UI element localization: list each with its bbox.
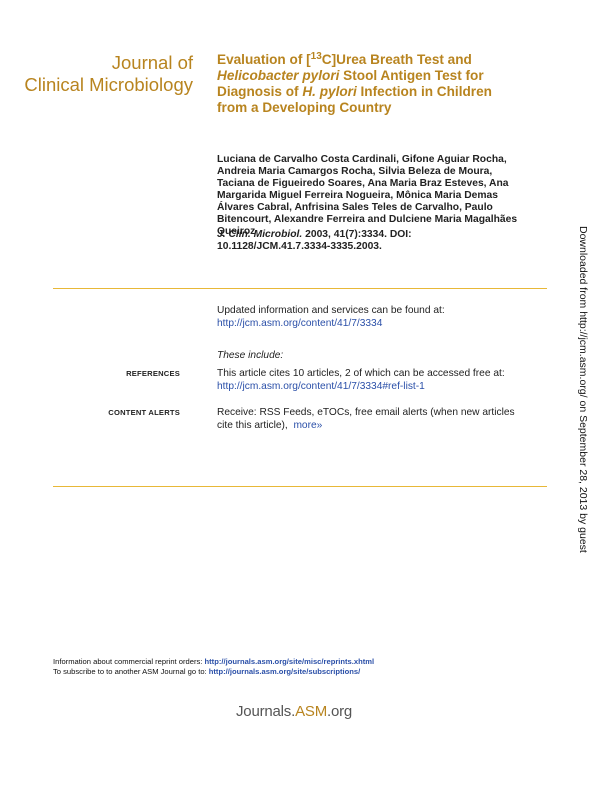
journal-logo: Journal of Clinical Microbiology	[18, 52, 193, 96]
title-line-2: Helicobacter pylori Stool Antigen Test f…	[217, 68, 484, 83]
download-note: Downloaded from http://jcm.asm.org/ on S…	[572, 226, 592, 576]
divider-top	[53, 288, 547, 289]
updated-info-text: Updated information and services can be …	[217, 305, 445, 316]
title-line-1: Evaluation of [13C]Urea Breath Test and	[217, 51, 472, 68]
footer-subscribe: To subscribe to to another ASM Journal g…	[53, 666, 361, 676]
journal-logo-line1: Journal of	[111, 52, 193, 73]
article-url-link[interactable]: http://jcm.asm.org/content/41/7/3334	[217, 317, 383, 329]
citation-line-1: J. Clin. Microbiol. 2003, 41(7):3334. DO…	[217, 229, 412, 240]
title-line-3: Diagnosis of H. pylori Infection in Chil…	[217, 84, 492, 99]
author-line: Margarida Miguel Ferreira Nogueira, Môni…	[217, 190, 498, 201]
author-line: Queiroz	[217, 226, 256, 237]
these-include-label: These include:	[217, 350, 284, 361]
footer: Information about commercial reprint ord…	[53, 657, 513, 676]
download-note-text: Downloaded from http://jcm.asm.org/ on S…	[577, 226, 589, 553]
references-info: This article cites 10 articles, 2 of whi…	[217, 368, 547, 393]
content-alerts-info: Receive: RSS Feeds, eTOCs, free email al…	[217, 407, 547, 432]
footer-reprints: Information about commercial reprint ord…	[53, 657, 375, 666]
alerts-text-line2: cite this article), more»	[217, 419, 323, 431]
subscriptions-link[interactable]: http://journals.asm.org/site/subscriptio…	[208, 666, 361, 676]
citation-doi: 10.1128/JCM.41.7.3334-3335.2003.	[217, 241, 382, 252]
author-line: Álvares Cabral, Anfrisina Sales Teles de…	[217, 202, 493, 213]
author-list: Luciana de Carvalho Costa Cardinali, Gif…	[217, 154, 547, 238]
references-label: REFERENCES	[126, 369, 180, 378]
divider-bottom	[53, 486, 547, 487]
author-line: Bitencourt, Alexandre Ferreira and Dulci…	[217, 214, 518, 225]
updated-info: Updated information and services can be …	[217, 305, 547, 330]
references-text: This article cites 10 articles, 2 of whi…	[217, 368, 505, 379]
title-line-4: from a Developing Country	[217, 100, 392, 115]
journal-logo-line2: Clinical Microbiology	[24, 74, 193, 95]
article-title: Evaluation of [13C]Urea Breath Test and …	[217, 52, 537, 116]
alerts-text-line1: Receive: RSS Feeds, eTOCs, free email al…	[217, 407, 515, 418]
references-url-link[interactable]: http://jcm.asm.org/content/41/7/3334#ref…	[217, 380, 425, 392]
author-line: Taciana de Figueiredo Soares, Ana Maria …	[217, 178, 509, 189]
author-line: Andreia Maria Camargos Rocha, Silvia Bel…	[217, 166, 493, 177]
reprints-link[interactable]: http://journals.asm.org/site/misc/reprin…	[204, 657, 375, 666]
content-alerts-label: CONTENT ALERTS	[108, 408, 180, 417]
journals-asm-logo[interactable]: Journals.ASM.org	[236, 703, 353, 720]
citation: J. Clin. Microbiol. 2003, 41(7):3334. DO…	[217, 229, 547, 253]
author-line: Luciana de Carvalho Costa Cardinali, Gif…	[217, 154, 507, 165]
more-link[interactable]: more»	[293, 419, 323, 431]
